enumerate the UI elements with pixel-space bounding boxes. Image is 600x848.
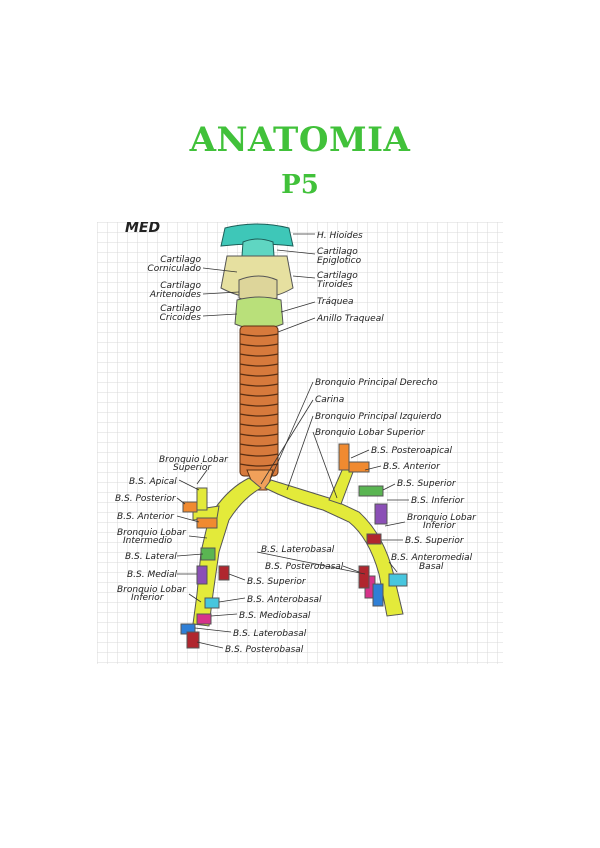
label-bs-superior-l: B.S. Superior: [397, 479, 457, 489]
trachea: [239, 325, 279, 477]
bs-anterobasal-r: [204, 597, 220, 609]
bs-mediobasal-r: [196, 613, 212, 625]
label-bs-lateral: B.S. Lateral: [125, 552, 177, 562]
label-bs-anterior-r: B.S. Anterior: [117, 512, 175, 522]
label-bronquio-lobar-superior-l: Bronquio Lobar Superior: [315, 428, 426, 438]
label-aritenoides-1: Cartilago: [160, 281, 201, 291]
label-bronquio-lobar-inferior-l-2: Inferior: [423, 521, 457, 531]
label-bronquio-lobar-inferior-r-1: Bronquio Lobar: [117, 585, 187, 595]
bs-posterobasal-l2: [358, 565, 370, 589]
label-anillo-traqueal: Anillo Traqueal: [316, 314, 384, 324]
page-title: ANATOMIA: [189, 120, 411, 160]
label-bronquio-lobar-inferior-l-1: Bronquio Lobar: [407, 513, 477, 523]
left-main-bronchus: [264, 479, 404, 617]
bs-posterobasal-l: [372, 583, 384, 607]
label-corniculado-1: Cartilago: [160, 255, 201, 265]
label-bronquio-lobar-intermedio-1: Bronquio Lobar: [117, 528, 187, 538]
airway-diagram: MED: [97, 222, 503, 664]
bs-anteromedial-basal: [388, 573, 408, 587]
label-bronquio-lobar-inferior-r-2: Inferior: [131, 593, 165, 603]
label-bs-anteromedial-2: Basal: [419, 562, 444, 572]
label-bronquio-lobar-superior-r-2: Superior: [173, 463, 212, 473]
label-epiglotico-2: Epiglotico: [317, 256, 362, 266]
bs-posterobasal-r: [186, 631, 200, 649]
cricoid-cartilage: [234, 296, 284, 330]
label-bs-anteromedial-1: B.S. Anteromedial: [391, 553, 473, 563]
bs-anterior-segment: [196, 517, 218, 529]
label-corniculado-2: Corniculado: [147, 264, 201, 274]
label-bs-apical: B.S. Apical: [129, 477, 177, 487]
label-bronquio-principal-izquierdo: Bronquio Principal Izquierdo: [315, 412, 442, 422]
label-bs-posterior: B.S. Posterior: [115, 494, 177, 504]
label-bronquio-lobar-intermedio-2: Intermedio: [123, 536, 173, 546]
hyoid-bone: [220, 223, 294, 247]
bs-anterior-segment-l: [348, 461, 370, 473]
label-bs-posterobasal-c: B.S. Posterobasal: [225, 645, 304, 655]
label-cricoides-1: Cartilago: [160, 304, 201, 314]
label-bs-anterobasal: B.S. Anterobasal: [247, 595, 322, 605]
label-bs-laterobasal-r: B.S. Laterobasal: [261, 545, 335, 555]
label-bs-posteroapical: B.S. Posteroapical: [371, 446, 453, 456]
label-bs-inferior-l: B.S. Inferior: [411, 496, 465, 506]
tracheal-rings: [239, 333, 279, 467]
label-carina: Carina: [315, 395, 344, 405]
leader-lines: [176, 233, 409, 649]
bs-medial-segment: [196, 565, 208, 585]
bs-superior-segment-l2: [366, 533, 382, 545]
label-bs-medial: B.S. Medial: [127, 570, 178, 580]
bs-posterior-segment: [182, 501, 198, 513]
label-bs-laterobasal-c: B.S. Laterobasal: [233, 629, 307, 639]
label-bronquio-principal-derecho: Bronquio Principal Derecho: [315, 378, 438, 388]
label-h-hioides: H. Hioides: [317, 231, 363, 241]
label-tiroides-2: Tiroides: [317, 280, 353, 290]
label-cricoides-2: Cricoides: [160, 313, 202, 323]
page-subtitle: P5: [281, 170, 319, 200]
label-bs-anterior-l: B.S. Anterior: [383, 462, 441, 472]
label-bronquio-lobar-superior-r-1: Bronquio Lobar: [159, 455, 229, 465]
bs-posteroapical-segment: [338, 443, 350, 471]
bs-lateral-segment: [200, 547, 216, 561]
label-traquea: Tráquea: [317, 297, 353, 307]
label-bs-superior-c: B.S. Superior: [247, 577, 307, 587]
right-main-bronchus: [192, 477, 262, 627]
label-epiglotico-1: Cartilago: [317, 247, 358, 257]
grid-paper: [97, 222, 503, 664]
label-aritenoides-2: Aritenoides: [149, 290, 201, 300]
bs-inferior-segment-l: [374, 503, 388, 525]
top-fragment-text: MED: [125, 222, 160, 236]
bs-superior-segment-l: [358, 485, 384, 497]
label-tiroides-1: Cartilago: [317, 271, 358, 281]
label-bs-posterobasal-r: B.S. Posterobasal: [265, 562, 344, 572]
bs-superior-segment-r: [218, 565, 230, 581]
label-bs-superior-l2: B.S. Superior: [405, 536, 465, 546]
bs-apical-segment: [196, 487, 208, 511]
label-bs-mediobasal: B.S. Mediobasal: [239, 611, 311, 621]
